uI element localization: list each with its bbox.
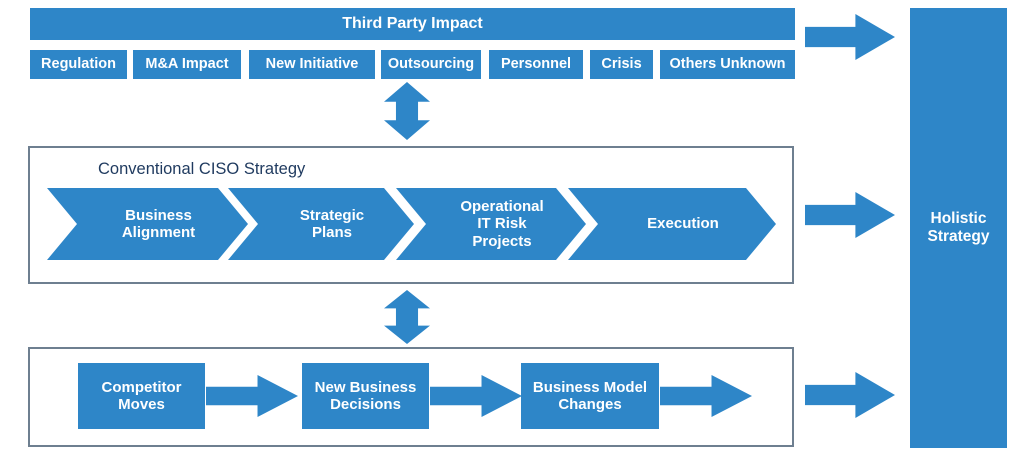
double-headed-vertical-arrow-icon (384, 290, 430, 344)
arrow-right-icon (805, 14, 895, 60)
driver-chip: Outsourcing (381, 50, 481, 79)
driver-chip: Crisis (590, 50, 653, 79)
driver-chip: Others Unknown (660, 50, 795, 79)
chevron-step-icon: Execution (568, 188, 776, 260)
arrow-right-icon (805, 192, 895, 238)
arrow-right-icon (805, 372, 895, 418)
driver-chip: Personnel (489, 50, 583, 79)
driver-chip: New Initiative (249, 50, 375, 79)
driver-chip: M&A Impact (133, 50, 241, 79)
third-party-impact-banner: Third Party Impact (30, 8, 795, 40)
driver-chip: Regulation (30, 50, 127, 79)
conventional-ciso-strategy-title: Conventional CISO Strategy (98, 160, 306, 178)
double-headed-vertical-arrow-icon (384, 82, 430, 140)
